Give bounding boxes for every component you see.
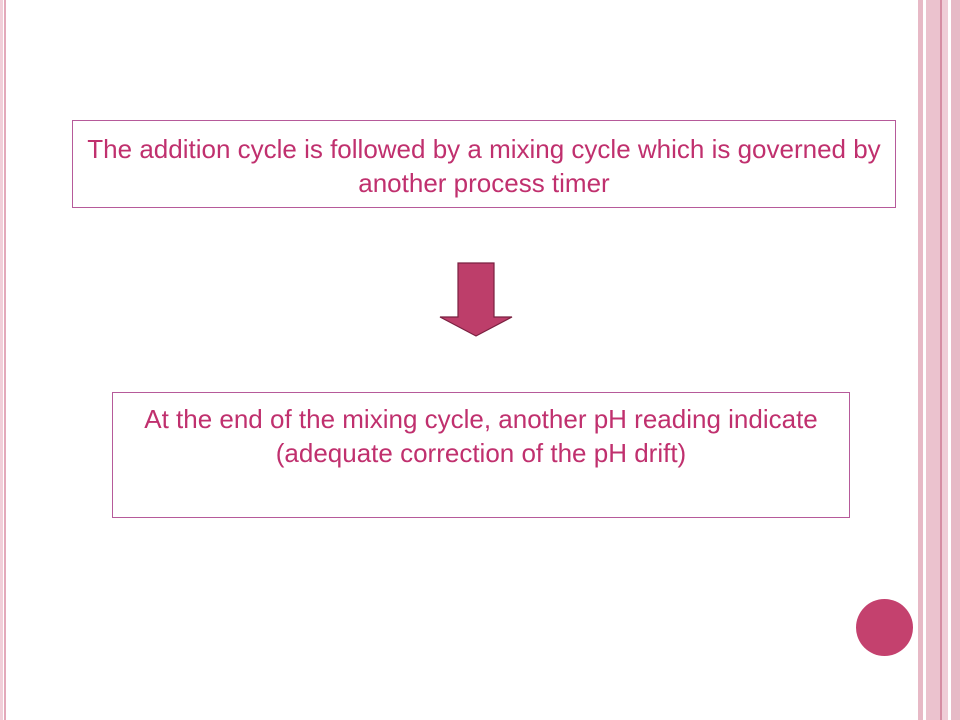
process-step-2-note: (adequate correction of the pH drift) [275,438,687,468]
circle-icon [856,599,913,656]
process-step-box-2: At the end of the mixing cycle, another … [112,392,850,518]
process-step-1-text: The addition cycle is followed by a mixi… [87,134,881,198]
left-border-decoration [0,0,7,720]
process-step-box-1: The addition cycle is followed by a mixi… [72,120,896,208]
down-arrow-icon [439,262,513,337]
right-border-decoration [918,0,960,720]
process-step-2-text: At the end of the mixing cycle, another … [144,404,818,434]
